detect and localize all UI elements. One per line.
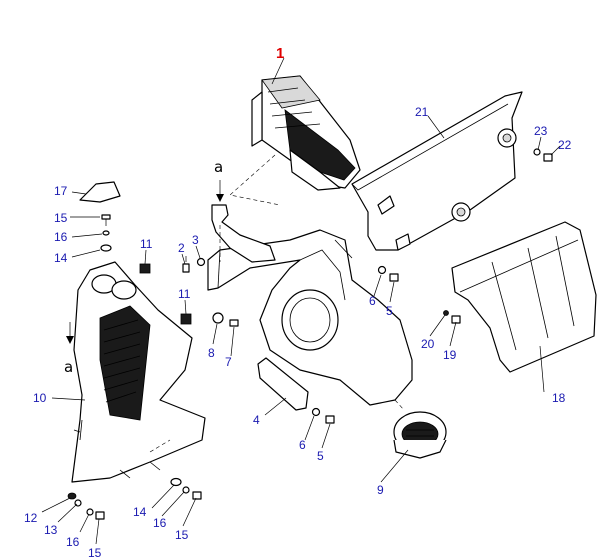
callout-1: 1 <box>276 45 284 62</box>
callout-labels: 1 2 3 4 5 5 6 6 7 8 9 10 11 11 12 13 14 … <box>24 45 572 559</box>
callout-12: 12 <box>24 511 38 525</box>
callout-21: 21 <box>415 105 429 119</box>
part-1-housing <box>251 75 361 191</box>
callout-14-lower: 14 <box>133 505 147 519</box>
part-21-cover-panel <box>351 91 523 251</box>
callout-19: 19 <box>443 348 457 362</box>
callout-15-mid: 15 <box>175 528 189 542</box>
callout-9: 9 <box>377 483 384 497</box>
callout-22: 22 <box>558 138 572 152</box>
fasteners <box>67 148 553 520</box>
central-duct-assembly <box>207 229 413 406</box>
callout-5-upper: 5 <box>386 304 393 318</box>
callout-23: 23 <box>534 124 548 138</box>
callout-18: 18 <box>552 391 566 405</box>
reference-mark-lower: a <box>64 322 74 376</box>
callout-14-upper: 14 <box>54 251 68 265</box>
callout-8: 8 <box>208 346 215 360</box>
ref-mark-upper-text: a <box>214 158 223 176</box>
callout-2: 2 <box>178 241 185 255</box>
callout-11-upper: 11 <box>140 237 153 251</box>
part-18-side-panel <box>451 221 597 373</box>
callout-16-lower: 16 <box>66 535 80 549</box>
callout-4: 4 <box>253 413 260 427</box>
callout-6-lower: 6 <box>299 438 306 452</box>
part-10-boot-cover <box>71 261 206 483</box>
part-17-cap <box>79 181 121 203</box>
callout-5-lower: 5 <box>317 449 324 463</box>
callout-17: 17 <box>54 184 68 198</box>
reference-mark-upper: a <box>214 158 224 202</box>
ref-mark-lower-text: a <box>64 358 73 376</box>
callout-3: 3 <box>192 233 199 247</box>
callout-6-upper: 6 <box>369 294 376 308</box>
reference-lines <box>149 154 405 453</box>
part-9-grille <box>393 411 447 459</box>
mounting-bracket <box>211 204 276 263</box>
callout-15-upper: 15 <box>54 211 68 225</box>
leader-lines <box>41 57 561 545</box>
callout-13: 13 <box>44 523 58 537</box>
part-4-plate <box>257 357 309 411</box>
callout-15-lower: 15 <box>88 546 102 559</box>
callout-10: 10 <box>33 391 47 405</box>
callout-16-mid: 16 <box>153 516 167 530</box>
callout-7: 7 <box>225 355 232 369</box>
callout-20: 20 <box>421 337 435 351</box>
callout-16-upper: 16 <box>54 230 68 244</box>
callout-11-lower: 11 <box>178 287 191 301</box>
